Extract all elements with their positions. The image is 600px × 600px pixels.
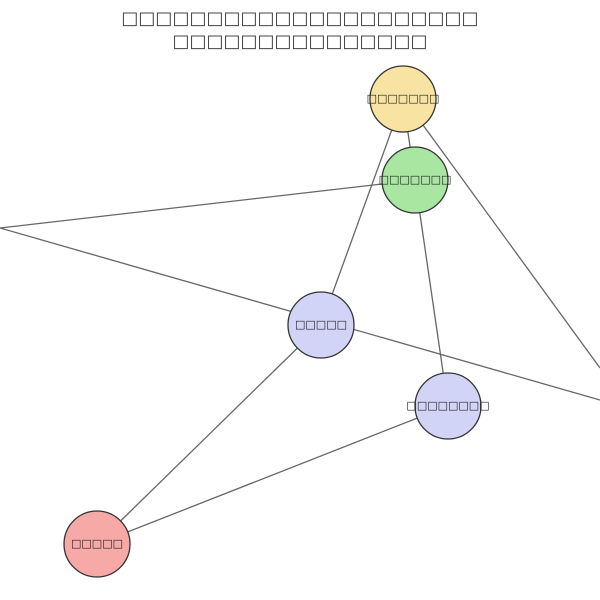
node-layer: □□□□□□□ □□□□□□□ □□□□□ □□□□□□□□ □□□□□ <box>63 65 490 578</box>
node-1-label: □□□□□□□ <box>367 92 440 105</box>
node-2-circle <box>381 146 449 214</box>
edge-node-2-node-4 <box>414 179 449 407</box>
node-4-label: □□□□□□□□ <box>406 399 489 412</box>
edge-node-1-offscreen-right <box>422 124 600 369</box>
edge-node-1-node-3 <box>320 98 404 326</box>
node-3[interactable]: □□□□□ <box>287 291 355 359</box>
edge-layer <box>0 98 600 545</box>
node-5-label: □□□□□ <box>71 537 123 550</box>
diagram-title-line-1: □□□□□□□□□□□□□□□□□□□□□ <box>121 8 478 29</box>
edge-offscreen-left-node-2 <box>0 183 383 229</box>
node-2-label: □□□□□□□ <box>379 173 452 186</box>
edge-node-3-node-5 <box>96 324 322 545</box>
node-1-circle <box>369 65 437 133</box>
node-4-circle <box>414 372 482 440</box>
node-5[interactable]: □□□□□ <box>63 510 131 578</box>
node-4[interactable]: □□□□□□□□ <box>406 372 490 440</box>
node-1[interactable]: □□□□□□□ <box>367 65 440 133</box>
edge-node-4-node-5 <box>96 405 449 545</box>
node-3-circle <box>287 291 355 359</box>
diagram-title-line-2: □□□□□□□□□□□□□□□ <box>172 31 427 52</box>
node-3-label: □□□□□ <box>295 318 347 331</box>
node-5-circle <box>63 510 131 578</box>
node-2[interactable]: □□□□□□□ <box>379 146 452 214</box>
